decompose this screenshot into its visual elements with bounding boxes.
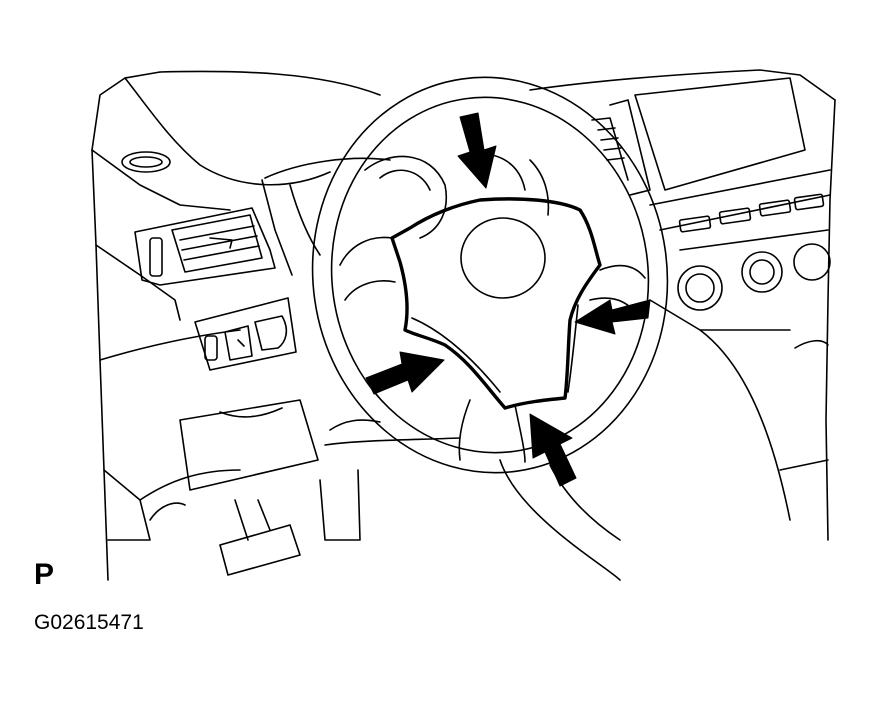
dashboard-outline <box>91 69 836 581</box>
arrow-left-icon <box>365 351 445 395</box>
lower-dash-panel <box>149 399 361 576</box>
arrow-right-icon <box>574 299 651 335</box>
arrow-bottom-icon <box>529 413 577 487</box>
steering-wheel-spokes <box>324 236 646 581</box>
center-console <box>591 77 831 471</box>
view-label: P <box>34 558 55 591</box>
figure-code: G02615471 <box>34 611 144 634</box>
left-air-vent <box>134 207 276 286</box>
horn-emblem <box>460 217 546 299</box>
airbag-pad <box>390 197 602 410</box>
switch-panel <box>194 297 297 371</box>
dashboard-emblem-icon <box>121 151 171 173</box>
arrow-top-icon <box>457 112 497 189</box>
steering-wheel-rim <box>311 76 669 474</box>
instrument-cluster <box>261 153 550 276</box>
